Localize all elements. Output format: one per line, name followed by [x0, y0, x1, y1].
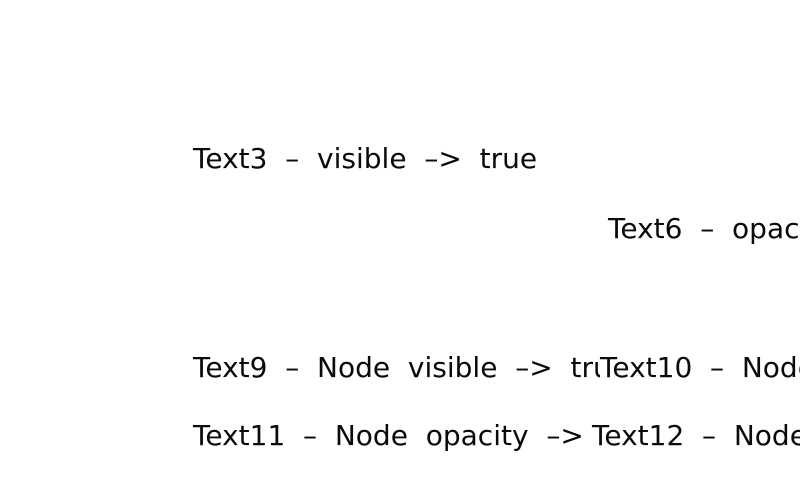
text-label-text12: Text12 – Node opacity –> 1.0 — [592, 422, 800, 450]
text-label-text3: Text3 – visible –> true — [193, 142, 538, 175]
text-label-text9: Text9 – Node visible –> true — [193, 351, 628, 384]
text-label-text6: Text6 – opacity –> 0.5 — [608, 212, 800, 245]
text-label-text11: Text11 – Node opacity –> 0.5 — [193, 419, 647, 452]
text-label-text10: Text10 – Node visible –> false — [600, 354, 800, 382]
